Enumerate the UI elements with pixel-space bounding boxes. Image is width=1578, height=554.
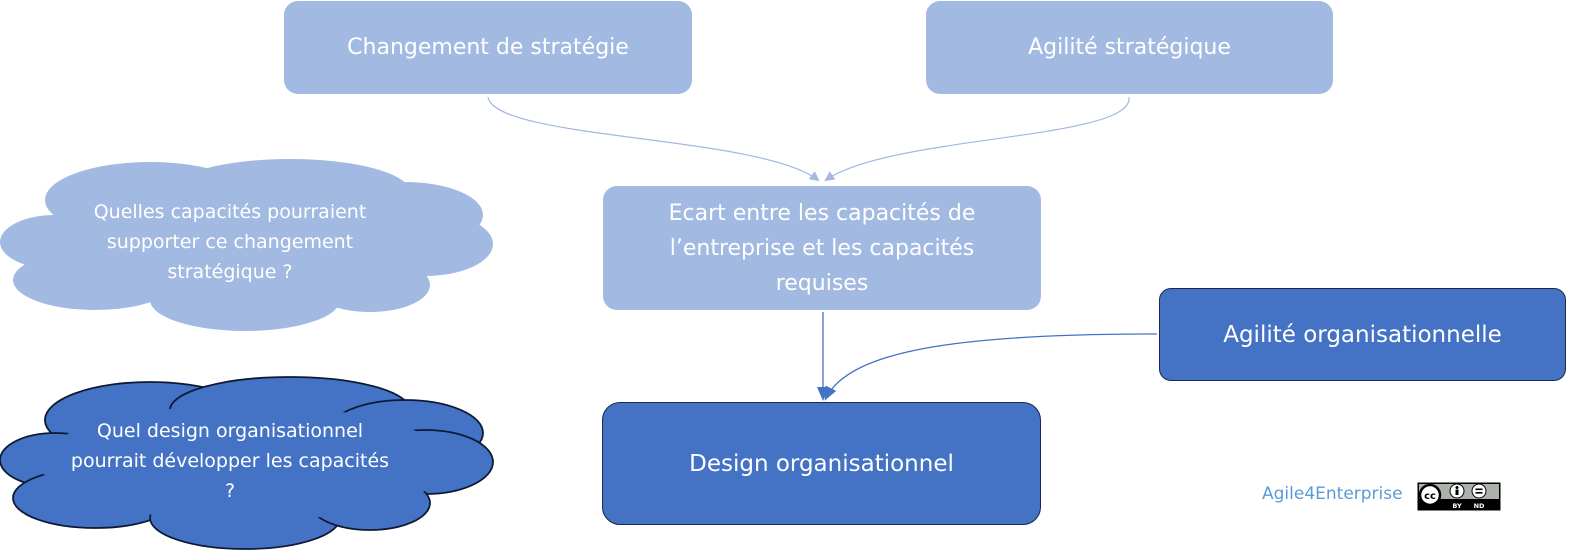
strategy-change-label: Changement de stratégie: [347, 35, 629, 60]
brand-label: Agile4Enterprise: [1262, 484, 1403, 504]
connector-strategy-to-gap: [487, 96, 820, 182]
organizational-design-label: Design organisationnel: [689, 450, 954, 477]
strategic-agility-box: Agilité stratégique: [926, 1, 1333, 94]
cloud-design: [0, 376, 494, 550]
organizational-agility-label: Agilité organisationnelle: [1223, 321, 1502, 348]
organizational-agility-box: Agilité organisationnelle: [1159, 288, 1566, 381]
svg-text:cc: cc: [1424, 491, 1436, 502]
connector-orgagility-to-design: [824, 333, 1158, 401]
strategy-change-box: Changement de stratégie: [284, 1, 692, 94]
cc-nd-label: ND: [1474, 502, 1485, 510]
design-question-text: Quel design organisationnel pourrait dév…: [70, 415, 390, 507]
capability-gap-box: Ecart entre les capacités de l’entrepris…: [603, 186, 1041, 310]
design-question-label: Quel design organisationnel pourrait dév…: [70, 420, 390, 502]
capability-gap-label: Ecart entre les capacités de l’entrepris…: [668, 200, 976, 296]
strategic-agility-label: Agilité stratégique: [1028, 35, 1231, 60]
cc-by-nd-icon: cc BY ND: [1417, 482, 1501, 511]
capabilities-question-label: Quelles capacités pourraient supporter c…: [93, 201, 367, 283]
organizational-design-box: Design organisationnel: [602, 402, 1041, 525]
cloud-capabilities: [0, 159, 493, 331]
capabilities-question-text: Quelles capacités pourraient supporter c…: [70, 196, 390, 288]
connector-agility-to-gap: [824, 96, 1130, 182]
cc-by-label: BY: [1452, 502, 1462, 510]
